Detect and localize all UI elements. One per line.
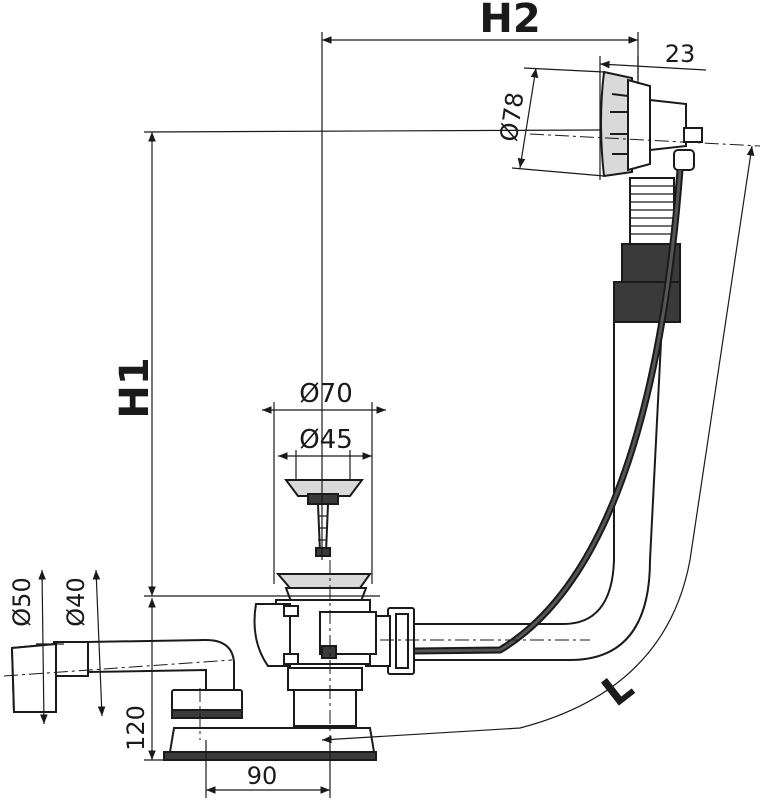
overflow-head: [600, 70, 703, 178]
dim-label-h1: H1: [112, 357, 158, 418]
dim-label-d70: Ø70: [299, 379, 353, 409]
dim-label-d40: Ø40: [62, 577, 90, 626]
dim-label-d45: Ø45: [299, 425, 353, 455]
dim-label-d78: Ø78: [495, 90, 530, 143]
overflow-pipe: [413, 321, 664, 661]
dim-label-w23: 23: [665, 40, 696, 68]
dim-label-l: L: [594, 664, 642, 716]
dim-label-h2: H2: [479, 0, 540, 42]
drain-plug: [284, 479, 364, 557]
dim-label-w90: 90: [247, 762, 278, 790]
dim-label-h120: 120: [122, 705, 150, 751]
dim-label-d50: Ø50: [8, 577, 36, 626]
